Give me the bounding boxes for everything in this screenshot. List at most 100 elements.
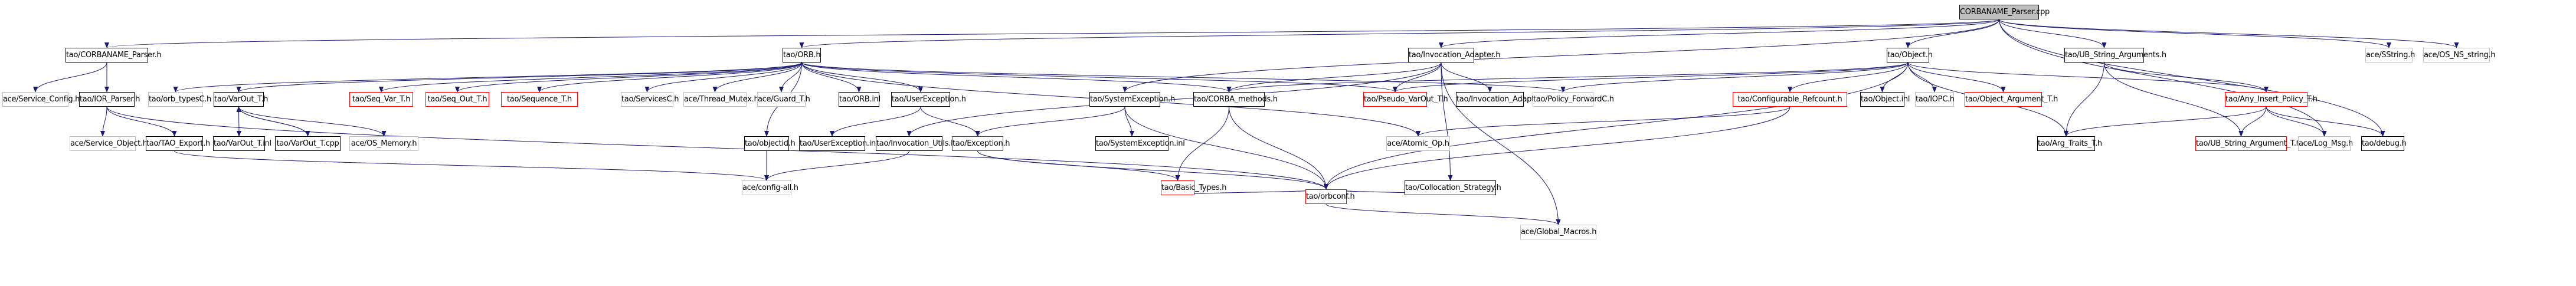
edge-root-to-orb-h — [800, 19, 1999, 48]
graph-node-root[interactable]: CORBANAME_Parser.cpp — [1959, 5, 2050, 19]
graph-node-debug-h[interactable]: tao/debug.h — [2361, 136, 2407, 151]
graph-node-os-ns-string[interactable]: ace/OS_NS_string.h — [2423, 48, 2496, 63]
graph-node-exception-h[interactable]: tao/Exception.h — [952, 136, 1010, 151]
edge-ub-string-arguments-to-any-insert-policy — [2104, 62, 2269, 93]
edge-root-to-log-msg — [1999, 19, 2327, 137]
graph-node-thread-mutex[interactable]: ace/Thread_Mutex.h — [683, 92, 759, 107]
edge-configurable-refcount-to-atomic-op — [1416, 106, 1791, 137]
graph-node-policy-forwardc[interactable]: tao/Policy_ForwardC.h — [1533, 92, 1614, 107]
edge-ior-parser-to-tao-export — [106, 106, 177, 137]
graph-node-basic-types[interactable]: tao/Basic_Types.h — [1161, 180, 1227, 195]
edge-orb-h-to-orb-typesc — [173, 62, 802, 93]
graph-node-sstring[interactable]: ace/SString.h — [2365, 48, 2415, 63]
graph-node-object-h[interactable]: tao/Object.h — [1887, 48, 1933, 63]
edge-object-h-to-pseudo-varout — [1393, 62, 1909, 93]
graph-node-orb-typesc[interactable]: tao/orb_typesC.h — [148, 92, 211, 107]
edge-ub-string-arguments-to-arg-traits — [2064, 62, 2104, 137]
edge-tao-export-to-config-all — [174, 150, 769, 181]
edge-invocation-adapter-h-to-invocation-utils — [906, 62, 1442, 137]
edge-systemexception-h-to-exception-h — [975, 106, 1125, 137]
graph-node-invocation-adapter-inl[interactable]: tao/Invocation_Adapter.inl — [1456, 92, 1552, 107]
graph-node-service-config[interactable]: ace/Service_Config.h — [2, 92, 80, 107]
edge-varout-h-to-os-memory — [238, 106, 387, 137]
graph-node-userexception-inl[interactable]: tao/UserException.inl — [799, 136, 878, 151]
graph-node-varout-h[interactable]: tao/VarOut_T.h — [214, 92, 269, 107]
edge-orb-h-to-guard-t — [779, 62, 802, 93]
graph-node-arg-traits[interactable]: tao/Arg_Traits_T.h — [2037, 136, 2102, 151]
edge-orb-h-to-userexception-h — [801, 62, 923, 93]
edge-orb-h-to-thread-mutex — [712, 62, 802, 93]
edge-root-to-sstring — [1999, 19, 2391, 48]
graph-node-iopc[interactable]: tao/IOPC.h — [1915, 92, 1955, 107]
edge-userexception-h-to-userexception-inl — [830, 106, 921, 137]
graph-node-ior-parser[interactable]: tao/IOR_Parser.h — [79, 92, 140, 107]
graph-node-log-msg[interactable]: ace/Log_Msg.h — [2298, 136, 2353, 151]
graph-node-config-all[interactable]: ace/config-all.h — [742, 180, 798, 195]
edge-ub-string-arguments-to-ub-string-argument-t — [2104, 62, 2244, 137]
graph-node-object-argument-t[interactable]: tao/Object_Argument_T.h — [1965, 92, 2058, 107]
edge-any-insert-policy-to-debug-h — [2266, 106, 2385, 137]
graph-node-servicesc[interactable]: tao/ServicesC.h — [621, 92, 679, 107]
graph-node-invocation-utils[interactable]: tao/Invocation_Utils.h — [876, 136, 955, 151]
edge-root-to-systemexception-h — [1122, 19, 1999, 93]
edge-invocation-adapter-h-to-corba-methods — [1226, 62, 1442, 93]
edge-root-to-ub-string-arguments — [1999, 19, 2107, 48]
graph-node-configurable-refcount[interactable]: tao/Configurable_Refcount.h — [1733, 92, 1847, 107]
edge-userexception-h-to-exception-h — [920, 106, 980, 137]
graph-node-varout-cpp[interactable]: tao/VarOut_T.cpp — [275, 136, 341, 151]
graph-node-sequence-t[interactable]: tao/Sequence_T.h — [501, 92, 578, 107]
edge-invocation-adapter-h-to-collocation-strategy — [1441, 62, 1453, 181]
edge-root-to-os-ns-string — [1999, 19, 2459, 48]
edge-orb-h-to-servicesc — [644, 62, 802, 93]
graph-node-service-object[interactable]: ace/Service_Object.h — [70, 136, 148, 151]
edge-invocation-adapter-h-to-invocation-adapter-inl — [1441, 62, 1492, 93]
graph-node-collocation-strategy[interactable]: tao/Collocation_Strategy.h — [1405, 180, 1501, 195]
graph-node-ub-string-argument-t[interactable]: tao/UB_String_Argument_T.h — [2195, 136, 2301, 151]
graph-node-guard-t[interactable]: ace/Guard_T.h — [757, 92, 810, 107]
edge-layer — [33, 19, 2459, 225]
edge-object-h-to-orbconf — [1324, 62, 1909, 190]
edge-corba-methods-to-orbconf — [1229, 106, 1328, 190]
edge-orb-h-to-pseudo-varout — [801, 62, 1397, 93]
edge-exception-h-to-orbconf — [977, 150, 1328, 190]
edge-root-to-object-h — [1906, 19, 1999, 48]
edge-root-to-corbaname-parser-h — [105, 19, 1999, 48]
graph-node-seq-var[interactable]: tao/Seq_Var_T.h — [349, 92, 413, 107]
graph-node-tao-export[interactable]: tao/TAO_Export.h — [146, 136, 210, 151]
edge-varout-h-to-varout-inl — [236, 106, 241, 137]
graph-node-invocation-adapter-h[interactable]: tao/Invocation_Adapter.h — [1408, 48, 1500, 63]
edge-any-insert-policy-to-log-msg — [2266, 106, 2327, 137]
graph-node-any-insert-policy[interactable]: tao/Any_Insert_Policy_T.h — [2225, 92, 2318, 107]
edge-invocation-adapter-h-to-global-macros — [1441, 62, 1561, 225]
edge-ior-parser-to-orbconf — [106, 106, 1328, 190]
edge-orb-h-to-sequence-t — [537, 62, 802, 93]
edge-orbconf-to-global-macros — [1325, 203, 1561, 225]
graph-node-atomic-op[interactable]: ace/Atomic_Op.h — [1386, 136, 1450, 151]
graph-node-corbaname-parser-h[interactable]: tao/CORBANAME_Parser.h — [66, 48, 162, 63]
graph-node-orbconf[interactable]: tao/orbconf.h — [1305, 189, 1355, 204]
graph-node-object-inl[interactable]: tao/Object.inl — [1860, 92, 1910, 107]
graph-node-corba-methods[interactable]: tao/CORBA_methods.h — [1193, 92, 1278, 107]
graph-node-objectid[interactable]: tao/objectid.h — [744, 136, 796, 151]
graph-node-varout-inl[interactable]: tao/VarOut_T.inl — [213, 136, 271, 151]
graph-node-orb-inl[interactable]: tao/ORB.inl — [839, 92, 881, 107]
graph-node-systemexception-inl[interactable]: tao/SystemException.inl — [1095, 136, 1185, 151]
edge-any-insert-policy-to-ub-string-argument-t — [2238, 106, 2267, 137]
graph-node-seq-out[interactable]: tao/Seq_Out_T.h — [425, 92, 489, 107]
edge-object-h-to-any-insert-policy — [1907, 62, 2269, 93]
edge-object-h-to-corba-methods — [1226, 62, 1909, 93]
graph-node-os-memory[interactable]: ace/OS_Memory.h — [349, 136, 418, 151]
graph-node-userexception-h[interactable]: tao/UserException.h — [891, 92, 966, 107]
graph-node-orb-h[interactable]: tao/ORB.h — [783, 48, 821, 63]
graph-node-pseudo-varout[interactable]: tao/Pseudo_VarOut_T.h — [1363, 92, 1448, 107]
edge-corba-methods-to-basic-types — [1175, 106, 1229, 181]
graph-node-global-macros[interactable]: ace/Global_Macros.h — [1520, 225, 1597, 239]
edge-any-insert-policy-to-arg-traits — [2064, 106, 2267, 137]
edge-systemexception-h-to-orbconf — [1124, 106, 1328, 190]
edge-configurable-refcount-to-orbconf — [1324, 106, 1791, 190]
edge-orb-h-to-seq-out — [455, 62, 802, 93]
graph-node-systemexception-h[interactable]: tao/SystemException.h — [1089, 92, 1175, 107]
edge-object-h-to-object-argument-t — [1907, 62, 2006, 93]
graph-node-ub-string-arguments[interactable]: tao/UB_String_Arguments.h — [2064, 48, 2166, 63]
